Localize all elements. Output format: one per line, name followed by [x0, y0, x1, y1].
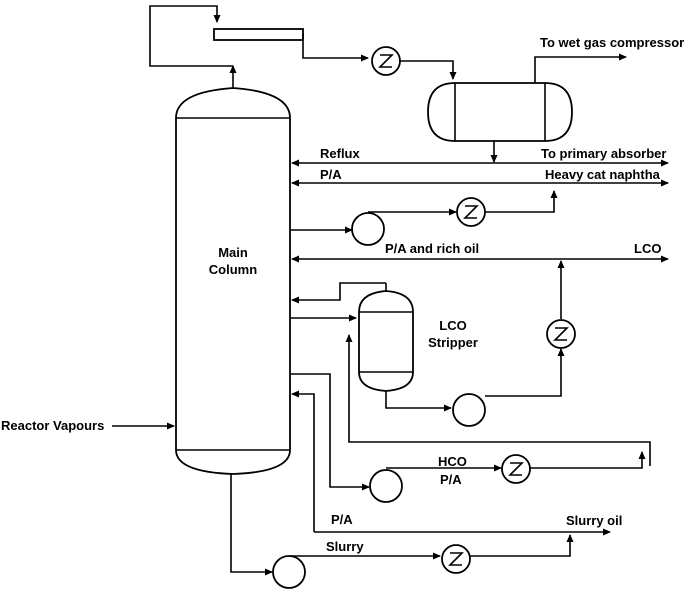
heavy-cat-naphtha-label: Heavy cat naphtha: [545, 167, 661, 182]
lco-stripper-label-2: Stripper: [428, 335, 478, 350]
slurry-line: [230, 474, 574, 576]
hco-label: HCO: [438, 454, 467, 469]
lco-product-pump-icon: [452, 393, 486, 427]
main-column-label-2: Column: [209, 262, 257, 277]
top-pumparound-cooler-icon: [456, 197, 486, 227]
overhead-condenser-icon: [371, 46, 401, 76]
slurry-oil-label: Slurry oil: [566, 513, 622, 528]
main-column-vessel: [175, 87, 291, 475]
hco-pumparound-loop: [290, 334, 651, 491]
slurry-label: Slurry: [326, 539, 364, 554]
slurry-pump-icon: [272, 555, 306, 589]
hco-pumparound-label: P/A: [440, 472, 462, 487]
hco-pumparound-cooler-icon: [501, 454, 531, 484]
condenser-feed-line: [302, 34, 369, 62]
pumparound-rich-oil-label: P/A and rich oil: [385, 241, 479, 256]
reflux-label: Reflux: [320, 146, 361, 161]
to-primary-absorber-label: To primary absorber: [541, 146, 666, 161]
bottoms-pumparound-return-line: [291, 390, 315, 532]
reactor-vapours-label: Reactor Vapours: [1, 418, 104, 433]
lco-stripper-vessel: [358, 290, 414, 392]
stripper-bottoms-line: [385, 260, 565, 412]
top-pumparound-draw-line: [290, 190, 558, 234]
top-pumparound-pump-icon: [351, 212, 385, 246]
bottoms-pumparound-label: P/A: [331, 512, 353, 527]
slurry-cooler-icon: [441, 544, 471, 574]
main-column-label: Main: [218, 245, 248, 260]
overhead-vapour-line: [149, 5, 237, 88]
top-pumparound-label: P/A: [320, 167, 342, 182]
lco-cooler-icon: [546, 319, 576, 349]
to-wet-gas-compressor-label: To wet gas compressor: [540, 35, 684, 50]
hco-pumparound-pump-icon: [369, 469, 403, 503]
stripper-vapour-return-line: [291, 282, 386, 304]
lco-label: LCO: [634, 241, 661, 256]
lco-stripper-label: LCO: [439, 318, 466, 333]
overhead-exchanger: [213, 28, 304, 41]
reflux-drum: [427, 82, 573, 142]
